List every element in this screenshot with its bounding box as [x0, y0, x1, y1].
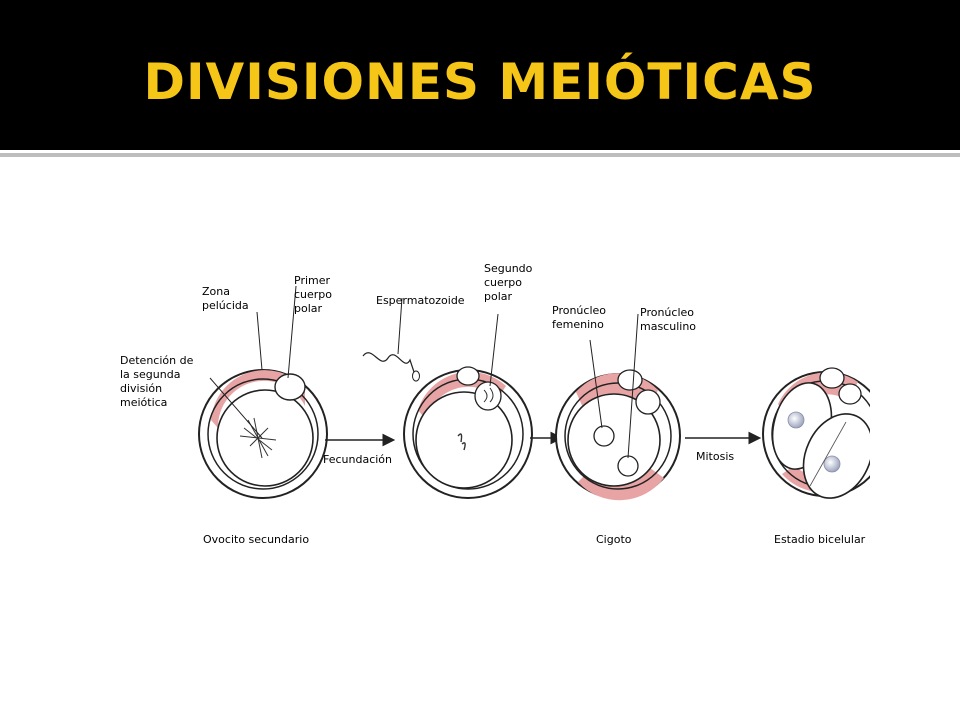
label-stage-cigoto: Cigoto [596, 533, 632, 546]
label-zona-1: Zona [202, 285, 230, 298]
label-segundo-1: Segundo [484, 262, 533, 275]
polar-body-b [635, 389, 661, 415]
label-femenino-2: femenino [552, 318, 604, 331]
second-polar-body [474, 381, 502, 411]
label-mitosis: Mitosis [696, 450, 734, 463]
label-fecundacion: Fecundación [323, 453, 392, 466]
first-polar-body-2 [456, 366, 480, 386]
polar-body-d [838, 383, 862, 405]
meiosis-diagram: Zona pelúcida Primer cuerpo polar Detenc… [110, 260, 870, 555]
slide-title: DIVISIONES MEIÓTICAS [143, 53, 817, 111]
oocyte-membrane-2 [415, 391, 513, 489]
pointer-primer-cuerpo [287, 285, 297, 379]
polar-body-c [819, 367, 845, 389]
pointer-detencion [209, 377, 263, 439]
label-masculino-1: Pronúcleo [640, 306, 694, 319]
nucleus-left [787, 411, 805, 429]
male-pronucleus [617, 455, 639, 477]
zona-pelucida-inner [207, 378, 319, 490]
label-segundo-2: cuerpo [484, 276, 522, 289]
cleavage-line [809, 421, 847, 487]
header-rule-white [0, 150, 960, 153]
two-cell-stage [762, 367, 870, 499]
label-primer-1: Primer [294, 274, 331, 287]
first-polar-body [274, 373, 306, 401]
pointer-espermatozoide [397, 297, 403, 355]
label-stage-ovocito: Ovocito secundario [203, 533, 309, 546]
chromosomes-center [457, 433, 466, 451]
label-primer-3: polar [294, 302, 323, 315]
label-stage-bicelular: Estadio bicelular [774, 533, 866, 546]
oocyte-membrane [216, 389, 314, 487]
label-femenino-1: Pronúcleo [552, 304, 606, 317]
pointer-femenino [589, 339, 603, 429]
sperm-tail [362, 352, 415, 373]
label-espermatozoide: Espermatozoide [376, 294, 465, 307]
diagram-svg: Zona pelúcida Primer cuerpo polar Detenc… [120, 262, 870, 546]
label-primer-2: cuerpo [294, 288, 332, 301]
polar-body-a [617, 369, 643, 391]
label-zona-2: pelúcida [202, 299, 249, 312]
label-detencion-3: división [120, 382, 162, 395]
cytoplasm-pink [211, 370, 305, 428]
female-pronucleus [593, 425, 615, 447]
zygote-cell [555, 313, 681, 501]
label-masculino-2: masculino [640, 320, 696, 333]
blastomere-right [802, 413, 870, 499]
pointer-zona [256, 311, 263, 371]
label-detencion-2: la segunda [120, 368, 180, 381]
label-detencion-4: meiótica [120, 396, 167, 409]
title-bar: DIVISIONES MEIÓTICAS [0, 0, 960, 150]
pointer-masculino [627, 313, 639, 459]
fertilized-oocyte-cell [362, 297, 533, 499]
label-segundo-3: polar [484, 290, 513, 303]
header-rule-gray [0, 153, 960, 157]
label-detencion-1: Detención de [120, 354, 194, 367]
oocyte-cell [198, 285, 328, 499]
sperm-head [412, 370, 420, 382]
pointer-segundo-cuerpo [489, 313, 499, 387]
chromosomes-polar [483, 387, 494, 403]
nucleus-right [823, 455, 841, 473]
